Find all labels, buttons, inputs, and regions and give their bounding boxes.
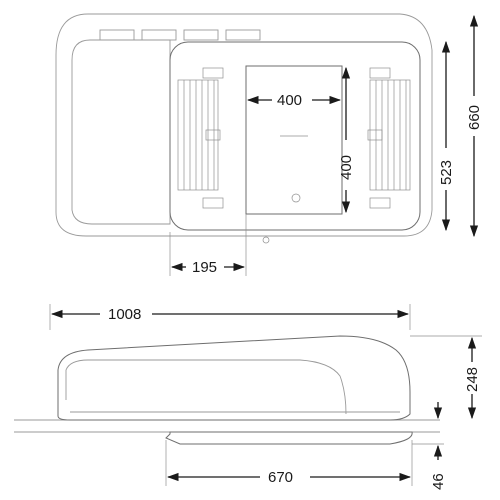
screw-hole-inner <box>291 193 301 203</box>
dim-total-length: 1008 <box>49 304 411 330</box>
roof-cutout <box>245 65 343 215</box>
side-view: 1008 248 670 46 <box>14 304 482 490</box>
dim-inner-frame-length-label: 670 <box>268 469 293 486</box>
housing-inner-left-contour <box>71 39 171 225</box>
dim-inner-height-label: 523 <box>438 160 455 185</box>
dim-inner-frame-height: 46 <box>412 402 447 490</box>
top-vent-3 <box>183 29 219 41</box>
top-vent-1 <box>99 29 135 41</box>
top-view: 400 400 523 660 195 <box>55 13 483 276</box>
right-grille <box>367 67 411 209</box>
dim-inner-frame-length: 670 <box>165 440 413 486</box>
dim-total-depth-label: 660 <box>466 105 483 130</box>
dim-height-label: 248 <box>464 367 481 392</box>
dim-inner-height: 523 <box>438 40 455 232</box>
unit-side-profile <box>57 335 411 421</box>
dim-height: 248 <box>410 335 482 420</box>
top-vent-2 <box>141 29 177 41</box>
unit-housing-outline <box>55 13 433 237</box>
dim-cutout-width-label: 400 <box>277 92 302 109</box>
dim-total-depth: 660 <box>466 14 483 238</box>
inner-frame <box>169 41 421 231</box>
screw-hole-outer <box>262 236 270 244</box>
top-vent-4 <box>225 29 261 41</box>
dim-offset: 195 <box>169 214 247 276</box>
dim-cutout-height-label: 400 <box>338 155 355 180</box>
dim-cutout-height: 400 <box>338 66 355 214</box>
unit-side-contour <box>65 359 347 415</box>
dim-total-length-label: 1008 <box>108 306 141 323</box>
dim-inner-frame-height-label: 46 <box>430 473 447 490</box>
inner-ceiling-frame <box>165 431 413 445</box>
dim-offset-label: 195 <box>192 259 217 276</box>
dim-cutout-width: 400 <box>246 92 342 109</box>
left-grille <box>177 67 224 209</box>
